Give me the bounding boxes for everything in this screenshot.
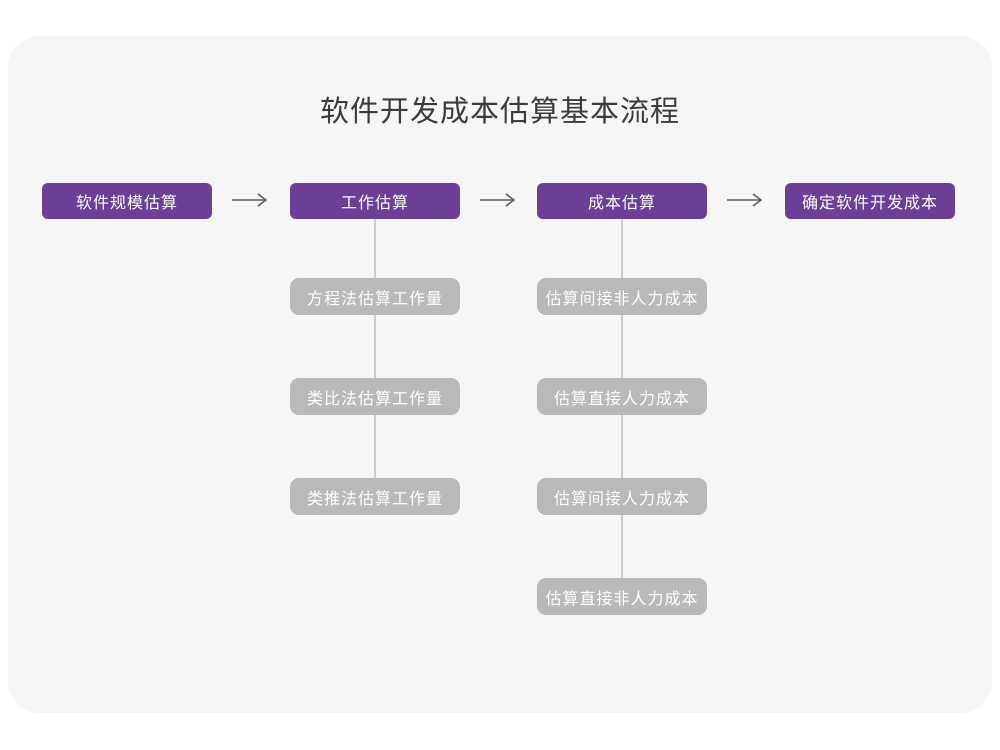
sub-node-equation-method: 方程法估算工作量 [290, 278, 460, 315]
sub-node-indirect-labor-cost: 估算间接人力成本 [537, 478, 707, 515]
sub-node-indirect-nonlabor-cost: 估算间接非人力成本 [537, 278, 707, 315]
sub-node-direct-nonlabor-cost: 估算直接非人力成本 [537, 578, 707, 615]
diagram-title: 软件开发成本估算基本流程 [319, 96, 680, 128]
connector-line-work-column [374, 219, 376, 504]
flow-node-software-scale-estimation: 软件规模估算 [42, 183, 212, 219]
arrow-right-icon [232, 193, 268, 207]
sub-node-analogy-method: 类比法估算工作量 [290, 378, 460, 415]
arrow-right-icon [480, 193, 516, 207]
flow-node-determine-development-cost: 确定软件开发成本 [785, 183, 955, 219]
flow-node-cost-estimation: 成本估算 [537, 183, 707, 219]
flow-node-work-estimation: 工作估算 [290, 183, 460, 219]
arrow-right-icon [727, 193, 763, 207]
sub-node-extrapolation-method: 类推法估算工作量 [290, 478, 460, 515]
diagram-canvas [8, 36, 992, 713]
sub-node-direct-labor-cost: 估算直接人力成本 [537, 378, 707, 415]
